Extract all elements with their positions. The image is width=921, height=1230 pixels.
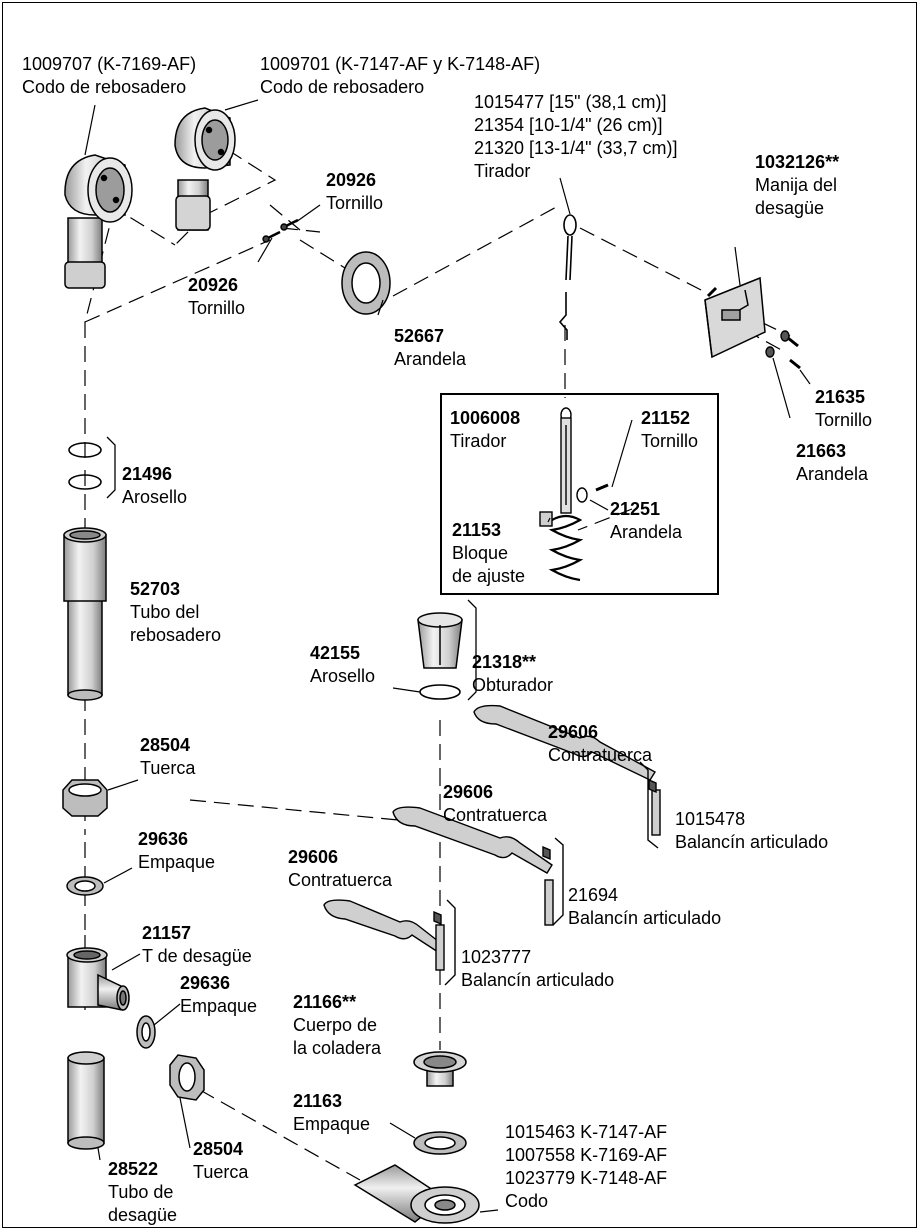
- overflow-elbow-left: [64, 154, 133, 289]
- gasket-21163: [413, 1131, 467, 1155]
- gasket-29636-top: [66, 876, 104, 896]
- overflow-elbow-right: [174, 107, 236, 231]
- o-rings-21496: [68, 436, 116, 499]
- label-stopper: 21318**Obturador: [472, 652, 554, 695]
- stopper-21318: [417, 599, 477, 701]
- label-overflow-elbow-7147: 1009701 (K-7147-AF y K-7148-AF)Codo de r…: [260, 54, 541, 97]
- washer-21663: [765, 330, 790, 358]
- washer-52667: [341, 251, 391, 315]
- screw-20926-lower: [262, 230, 281, 243]
- screw-21635: [787, 336, 801, 370]
- label-trip-lever-rod: 1015477 [15" (38,1 cm)]21354 [10-1/4" (2…: [474, 92, 678, 181]
- overflow-tube-52703: [63, 527, 107, 701]
- screw-20926-upper: [280, 218, 299, 231]
- rocker-1015478: [473, 704, 661, 849]
- inset-rod-assembly: [539, 407, 609, 582]
- leader-lines: [84, 99, 811, 1213]
- rocker-21694: [392, 806, 564, 926]
- strainer-body-21166: [413, 1051, 467, 1087]
- elbow-1015463: [353, 1164, 480, 1224]
- drain-tube-28522: [67, 1051, 105, 1150]
- gasket-29636-lower: [136, 1015, 156, 1049]
- trip-lever-detail-inset: [440, 393, 719, 595]
- nut-28504-top: [62, 779, 108, 817]
- o-ring-42155: [419, 684, 461, 700]
- nut-28504-lower: [169, 1054, 205, 1101]
- label-overflow-elbow-7169: 1009707 (K-7169-AF)Codo de rebosadero: [22, 54, 197, 97]
- drain-tee-21157: [66, 947, 130, 1011]
- rocker-1023777: [323, 899, 456, 986]
- drain-handle-plate: [704, 276, 766, 359]
- trip-lever-rod: [558, 214, 577, 340]
